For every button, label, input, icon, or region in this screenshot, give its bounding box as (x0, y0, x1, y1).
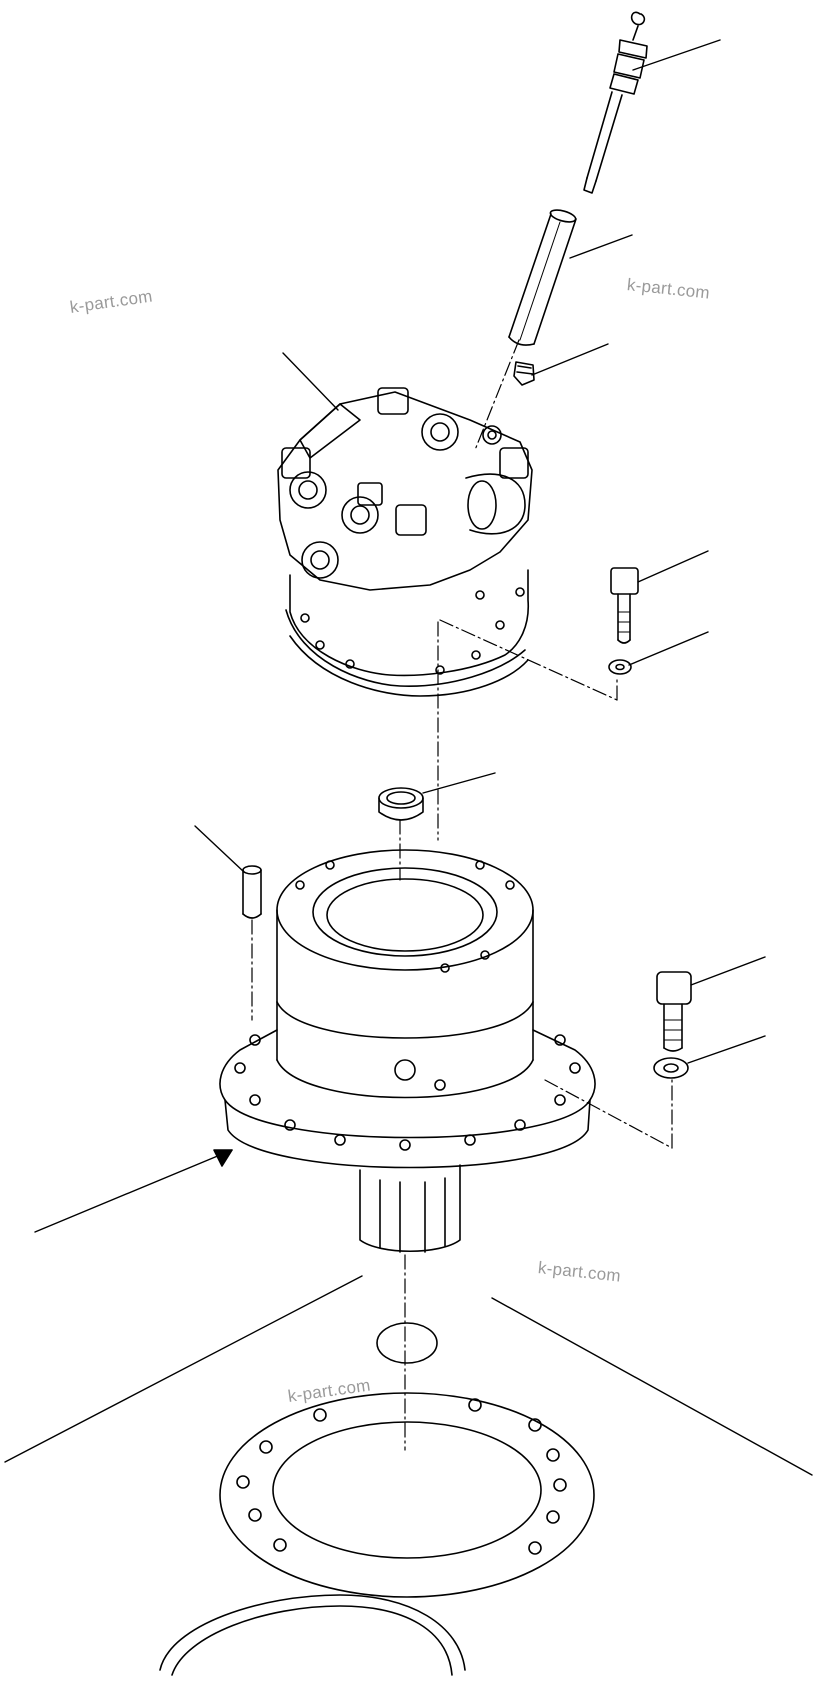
leader-lines (4, 39, 813, 1476)
bolt-upper (610, 567, 639, 644)
level-gauge (583, 11, 648, 194)
shaft-socket (376, 1322, 438, 1364)
plug (513, 361, 535, 386)
assembly-axes (251, 339, 673, 1451)
oil-seal (378, 787, 424, 821)
arrow-head (213, 1149, 233, 1167)
bolt-lower (656, 971, 692, 1052)
mounting-ring (219, 1392, 595, 1598)
o-ring (159, 1594, 466, 1676)
swing-motor (277, 387, 533, 697)
reduction-gearbox (219, 849, 596, 1253)
pipe (508, 209, 577, 346)
washer-lower (653, 1057, 689, 1079)
washer-upper (608, 659, 632, 675)
pin (242, 865, 262, 919)
